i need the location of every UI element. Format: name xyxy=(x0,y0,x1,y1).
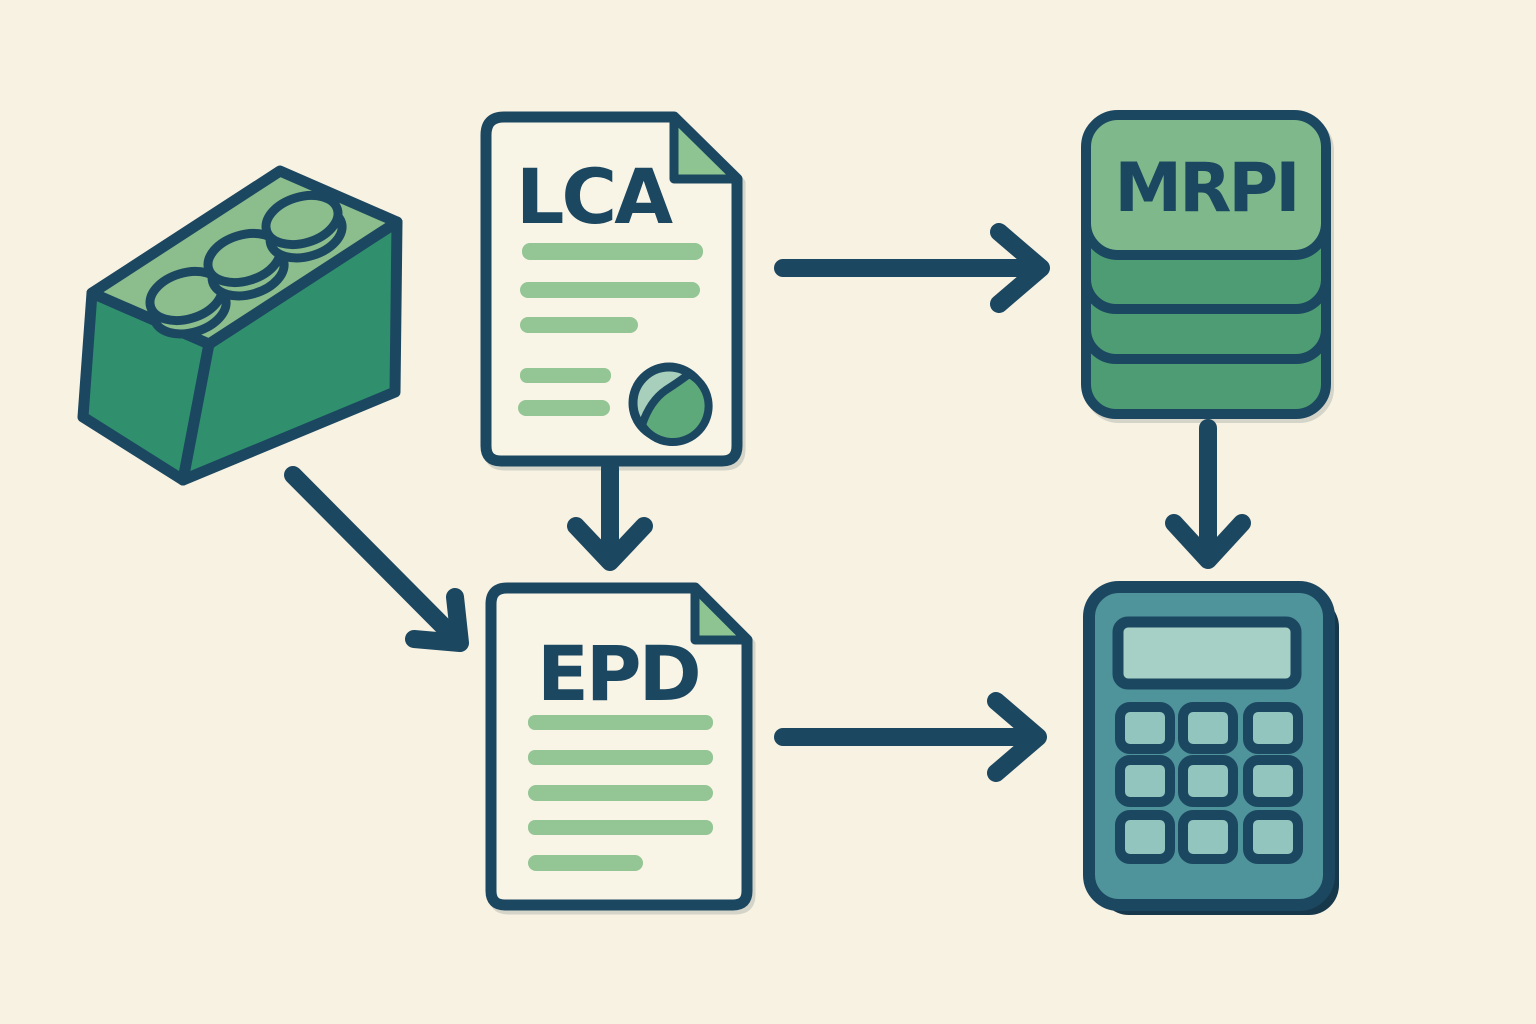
lca-text-lines xyxy=(518,243,703,416)
epd-document-icon: EPD xyxy=(485,582,753,911)
calculator-display xyxy=(1112,616,1302,690)
epd-label: EPD xyxy=(537,629,699,718)
brick-icon xyxy=(77,165,403,486)
lca-folded-corner xyxy=(669,112,742,184)
arrow-mrpi-to-calculator xyxy=(1165,419,1251,569)
arrow-lca-to-epd xyxy=(567,459,653,571)
mrpi-database-icon: MRPI xyxy=(1081,110,1331,419)
calculator-keypad xyxy=(1115,702,1303,864)
epd-text-lines xyxy=(528,715,713,871)
database-stack xyxy=(1081,110,1331,419)
lca-document-icon: LCA xyxy=(480,111,743,467)
arrow-epd-to-calculator xyxy=(774,692,1047,782)
lca-label: LCA xyxy=(516,152,673,241)
calculator-icon xyxy=(1083,581,1339,915)
arrow-lca-to-mrpi xyxy=(774,223,1050,313)
leaf-icon xyxy=(628,362,713,446)
epd-folded-corner xyxy=(690,583,752,645)
arrow-brick-to-epd xyxy=(284,466,469,652)
mrpi-label: MRPI xyxy=(1114,149,1297,228)
brick-studs xyxy=(145,190,347,339)
